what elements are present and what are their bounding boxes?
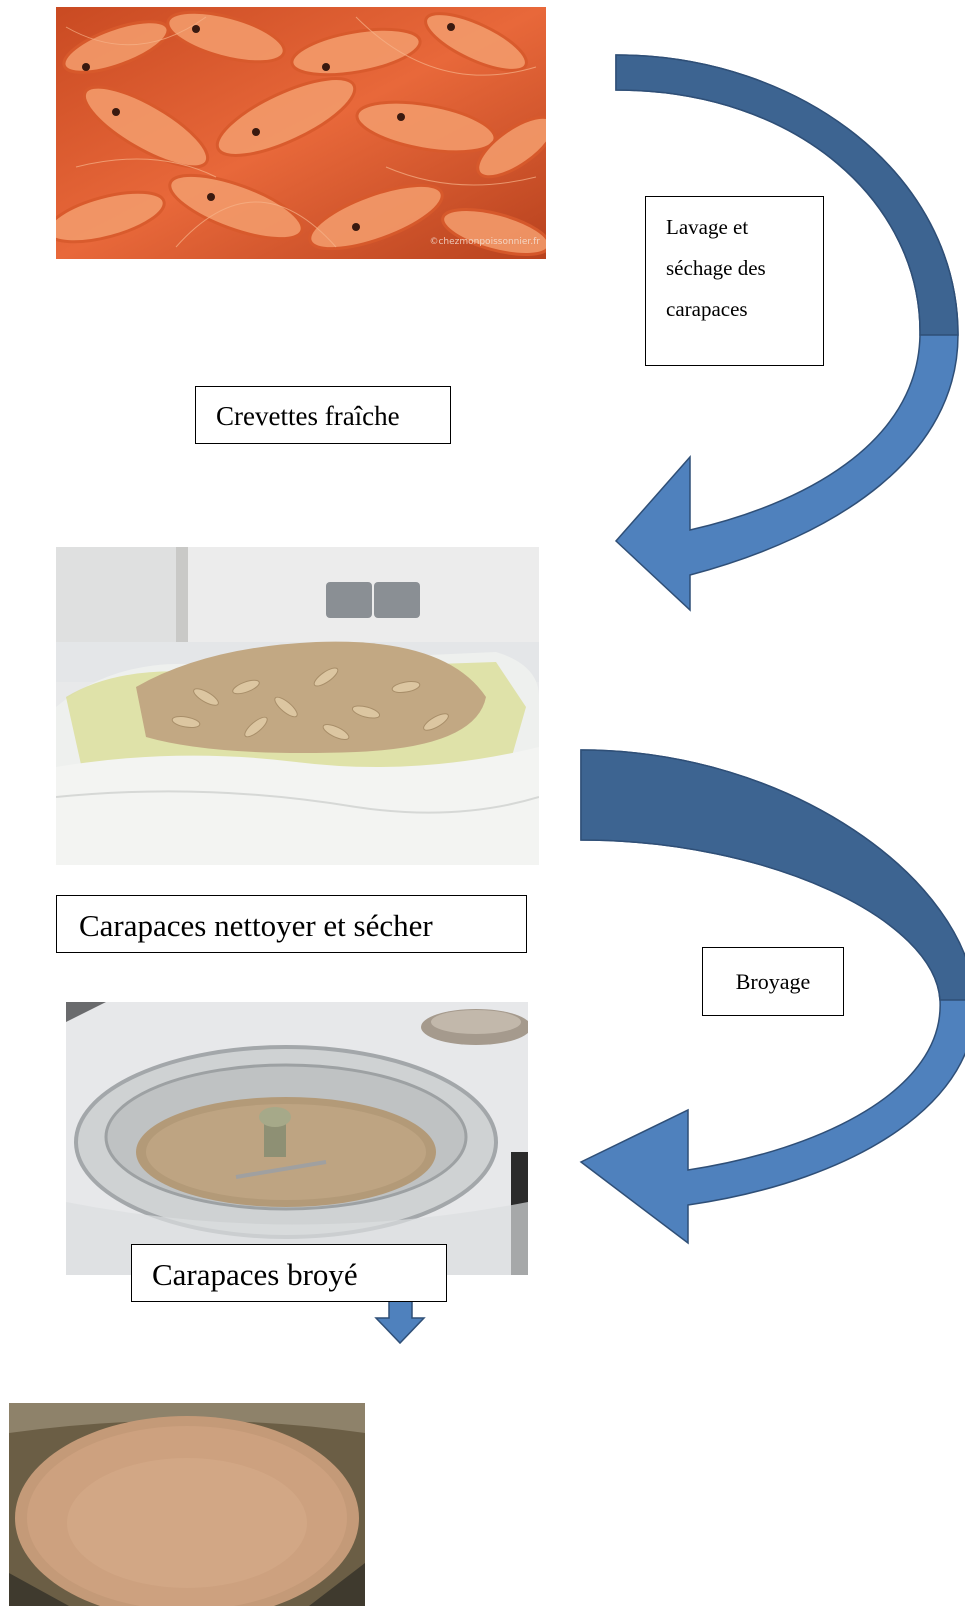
down-arrow (374, 1300, 426, 1345)
label-grinding: Broyage (702, 947, 844, 1016)
label-ground-shells: Carapaces broyé (131, 1244, 447, 1302)
fresh-shrimp-photo: ©chezmonpoissonnier.fr (56, 7, 546, 259)
label-fresh-shrimp: Crevettes fraîche (195, 386, 451, 444)
label-clean-dry-shells-text: Carapaces nettoyer et sécher (79, 908, 433, 943)
photo-watermark: ©chezmonpoissonnier.fr (429, 237, 540, 247)
curved-arrow-2 (579, 749, 965, 1245)
label-grinding-text: Broyage (735, 969, 811, 994)
dried-shells-bag-photo (56, 547, 539, 865)
curved-arrow-1 (614, 54, 959, 612)
label-fresh-shrimp-text: Crevettes fraîche (216, 401, 400, 431)
label-wash-dry-line-2: séchage des (666, 256, 766, 280)
label-clean-dry-shells: Carapaces nettoyer et sécher (56, 895, 527, 953)
blender-bowl-photo (66, 1002, 528, 1275)
label-wash-dry-line-1: Lavage et (666, 215, 749, 239)
label-ground-shells-text: Carapaces broyé (152, 1257, 358, 1292)
label-wash-dry: Lavage et séchage des carapaces (645, 196, 824, 366)
ground-powder-photo (9, 1403, 365, 1606)
label-wash-dry-line-3: carapaces (666, 297, 748, 321)
